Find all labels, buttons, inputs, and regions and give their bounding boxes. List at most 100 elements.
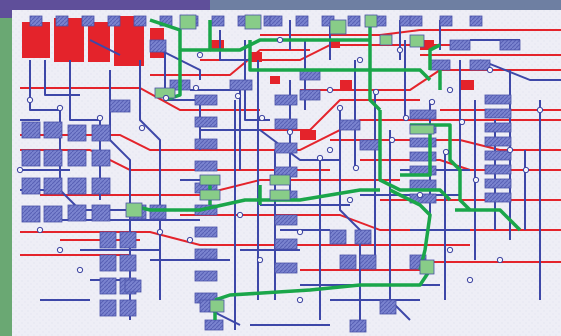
green-net-pad[interactable] [125,202,143,218]
component-pad[interactable] [107,15,121,27]
component-pad[interactable] [133,15,147,27]
component-pad[interactable] [329,229,347,245]
component-pad[interactable] [229,79,253,91]
component-pad[interactable] [429,59,451,71]
component-pad[interactable] [109,99,131,113]
component-pad[interactable] [43,149,63,167]
component-pad[interactable] [274,214,298,226]
component-pad[interactable] [484,178,512,189]
component-pad[interactable] [211,15,225,27]
component-pad[interactable] [469,15,483,27]
component-pad[interactable] [67,177,87,195]
green-net-pad[interactable] [179,14,197,30]
component-pad[interactable] [194,160,218,172]
component-pad[interactable] [21,177,41,195]
component-pad[interactable] [274,118,298,130]
green-net-pad[interactable] [199,174,221,186]
component-pad[interactable] [21,121,41,139]
component-pad[interactable] [67,204,87,222]
blue-trace [44,60,80,96]
component-pad[interactable] [274,262,298,274]
component-pad[interactable] [295,15,309,27]
green-net-pad[interactable] [409,34,425,48]
green-net-pad[interactable] [419,259,435,275]
component-pad[interactable] [99,231,117,249]
component-pad[interactable] [274,94,298,106]
component-pad[interactable] [409,15,423,27]
green-net-pad[interactable] [269,189,291,201]
component-pad[interactable] [119,254,137,272]
component-pad[interactable] [67,124,87,142]
component-pad[interactable] [274,238,298,250]
component-pad[interactable] [119,299,137,317]
green-net-pad[interactable] [379,34,393,46]
component-pad[interactable] [274,142,298,154]
green-net-pad[interactable] [209,299,225,313]
component-pad[interactable] [194,116,218,128]
component-pad[interactable] [119,231,137,249]
component-pad[interactable] [409,151,437,162]
green-net-pad[interactable] [269,174,291,186]
green-net-pad[interactable] [364,14,378,28]
component-pad[interactable] [91,149,111,167]
green-net-pad[interactable] [329,19,347,35]
green-net-pad[interactable] [244,14,262,30]
component-pad[interactable] [21,149,41,167]
component-pad[interactable] [347,15,361,27]
component-pad[interactable] [204,319,224,331]
component-pad[interactable] [91,204,111,222]
component-pad[interactable] [29,15,43,27]
component-pad[interactable] [359,139,381,151]
component-pad[interactable] [409,179,437,190]
component-pad[interactable] [124,279,142,293]
component-pad[interactable] [339,119,361,131]
component-pad[interactable] [149,39,167,53]
component-pad[interactable] [194,226,218,238]
component-pad[interactable] [91,177,111,195]
component-pad[interactable] [194,270,218,282]
component-pad[interactable] [349,319,367,333]
component-pad[interactable] [484,192,512,203]
component-pad[interactable] [99,254,117,272]
component-pad[interactable] [484,136,512,147]
component-pad[interactable] [484,108,512,119]
component-pad[interactable] [99,277,117,295]
component-pad[interactable] [484,94,512,105]
component-pad[interactable] [194,94,218,106]
component-pad[interactable] [194,248,218,260]
component-pad[interactable] [439,15,453,27]
via [506,146,514,154]
component-pad[interactable] [339,254,357,270]
component-pad[interactable] [91,124,111,142]
component-pad[interactable] [43,121,63,139]
component-pad[interactable] [21,205,41,223]
component-pad[interactable] [43,177,63,195]
component-pad[interactable] [67,149,87,167]
component-pad[interactable] [299,89,321,101]
component-pad[interactable] [354,229,372,245]
component-pad[interactable] [194,138,218,150]
component-pads[interactable] [21,15,521,333]
component-pad[interactable] [409,137,437,148]
component-pad[interactable] [499,39,521,51]
component-pad[interactable] [269,15,283,27]
component-pad[interactable] [81,15,95,27]
component-pad[interactable] [43,205,63,223]
component-pad[interactable] [484,164,512,175]
green-net-pad[interactable] [409,124,435,135]
green-net-pad[interactable] [199,189,221,201]
component-pad[interactable] [149,204,167,220]
component-pad[interactable] [409,109,437,120]
component-pad[interactable] [484,122,512,133]
blue-trace [159,49,201,80]
component-pad[interactable] [469,59,491,71]
component-pad[interactable] [379,299,397,315]
via [458,118,466,126]
component-pad[interactable] [359,254,377,270]
component-pad[interactable] [449,39,471,51]
component-pad[interactable] [484,150,512,161]
component-pad[interactable] [99,299,117,317]
component-pad[interactable] [55,15,69,27]
